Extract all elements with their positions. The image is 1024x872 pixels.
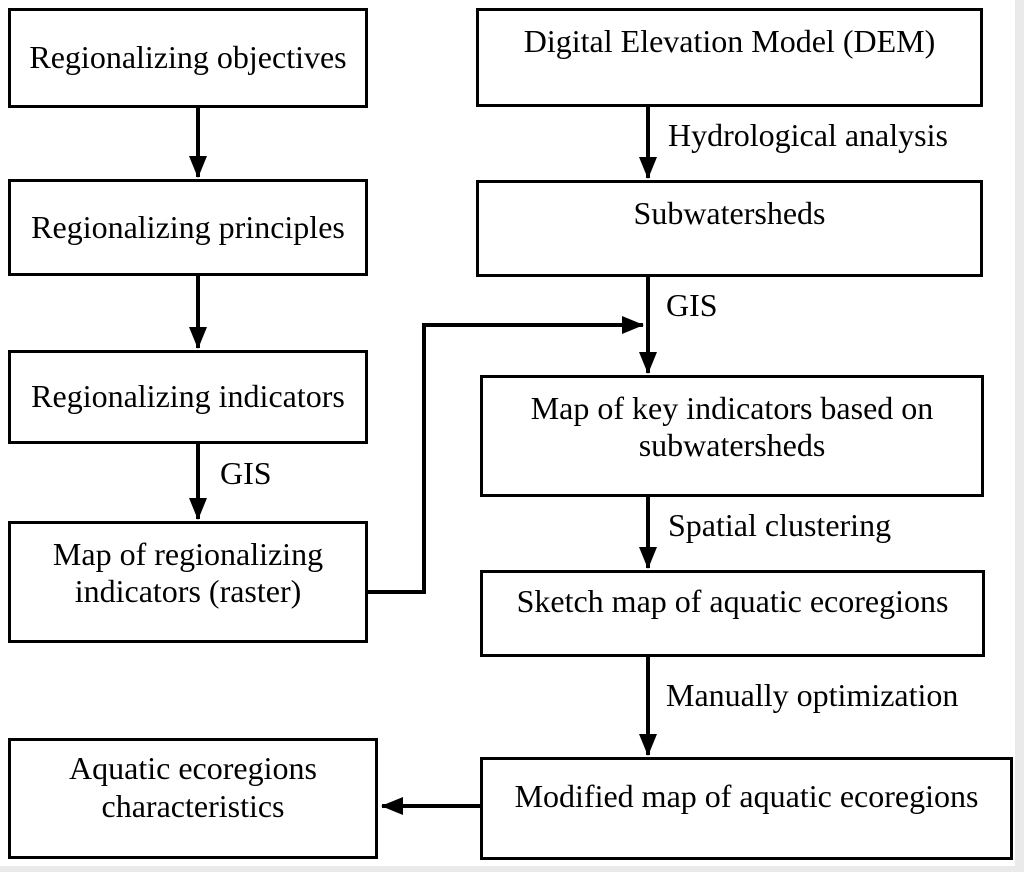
node-regionalizing-indicators: Regionalizing indicators (8, 350, 368, 444)
node-modified-map: Modified map of aquatic ecoregions (480, 757, 1013, 860)
node-regionalizing-principles: Regionalizing principles (8, 179, 368, 276)
scan-edge-bottom (0, 866, 1024, 872)
node-map-key-indicators: Map of key indicators based on subwaters… (480, 375, 984, 497)
edge-label-hydrological-analysis: Hydrological analysis (668, 117, 948, 153)
node-subwatersheds: Subwatersheds (476, 180, 983, 277)
edge-label-gis-left: GIS (220, 455, 272, 491)
node-dem: Digital Elevation Model (DEM) (476, 8, 983, 107)
scan-edge-right (1015, 0, 1024, 872)
edge-label-manually-optimization: Manually optimization (666, 677, 959, 713)
node-aquatic-ecoregions-characteristics: Aquatic ecoregions characteristics (8, 738, 378, 859)
edge-label-gis-right: GIS (666, 287, 718, 323)
node-regionalizing-objectives: Regionalizing objectives (8, 8, 368, 108)
node-sketch-map: Sketch map of aquatic ecoregions (480, 570, 985, 657)
edge-label-spatial-clustering: Spatial clustering (668, 507, 892, 543)
node-map-regionalizing-indicators: Map of regionalizing indicators (raster) (8, 521, 368, 643)
